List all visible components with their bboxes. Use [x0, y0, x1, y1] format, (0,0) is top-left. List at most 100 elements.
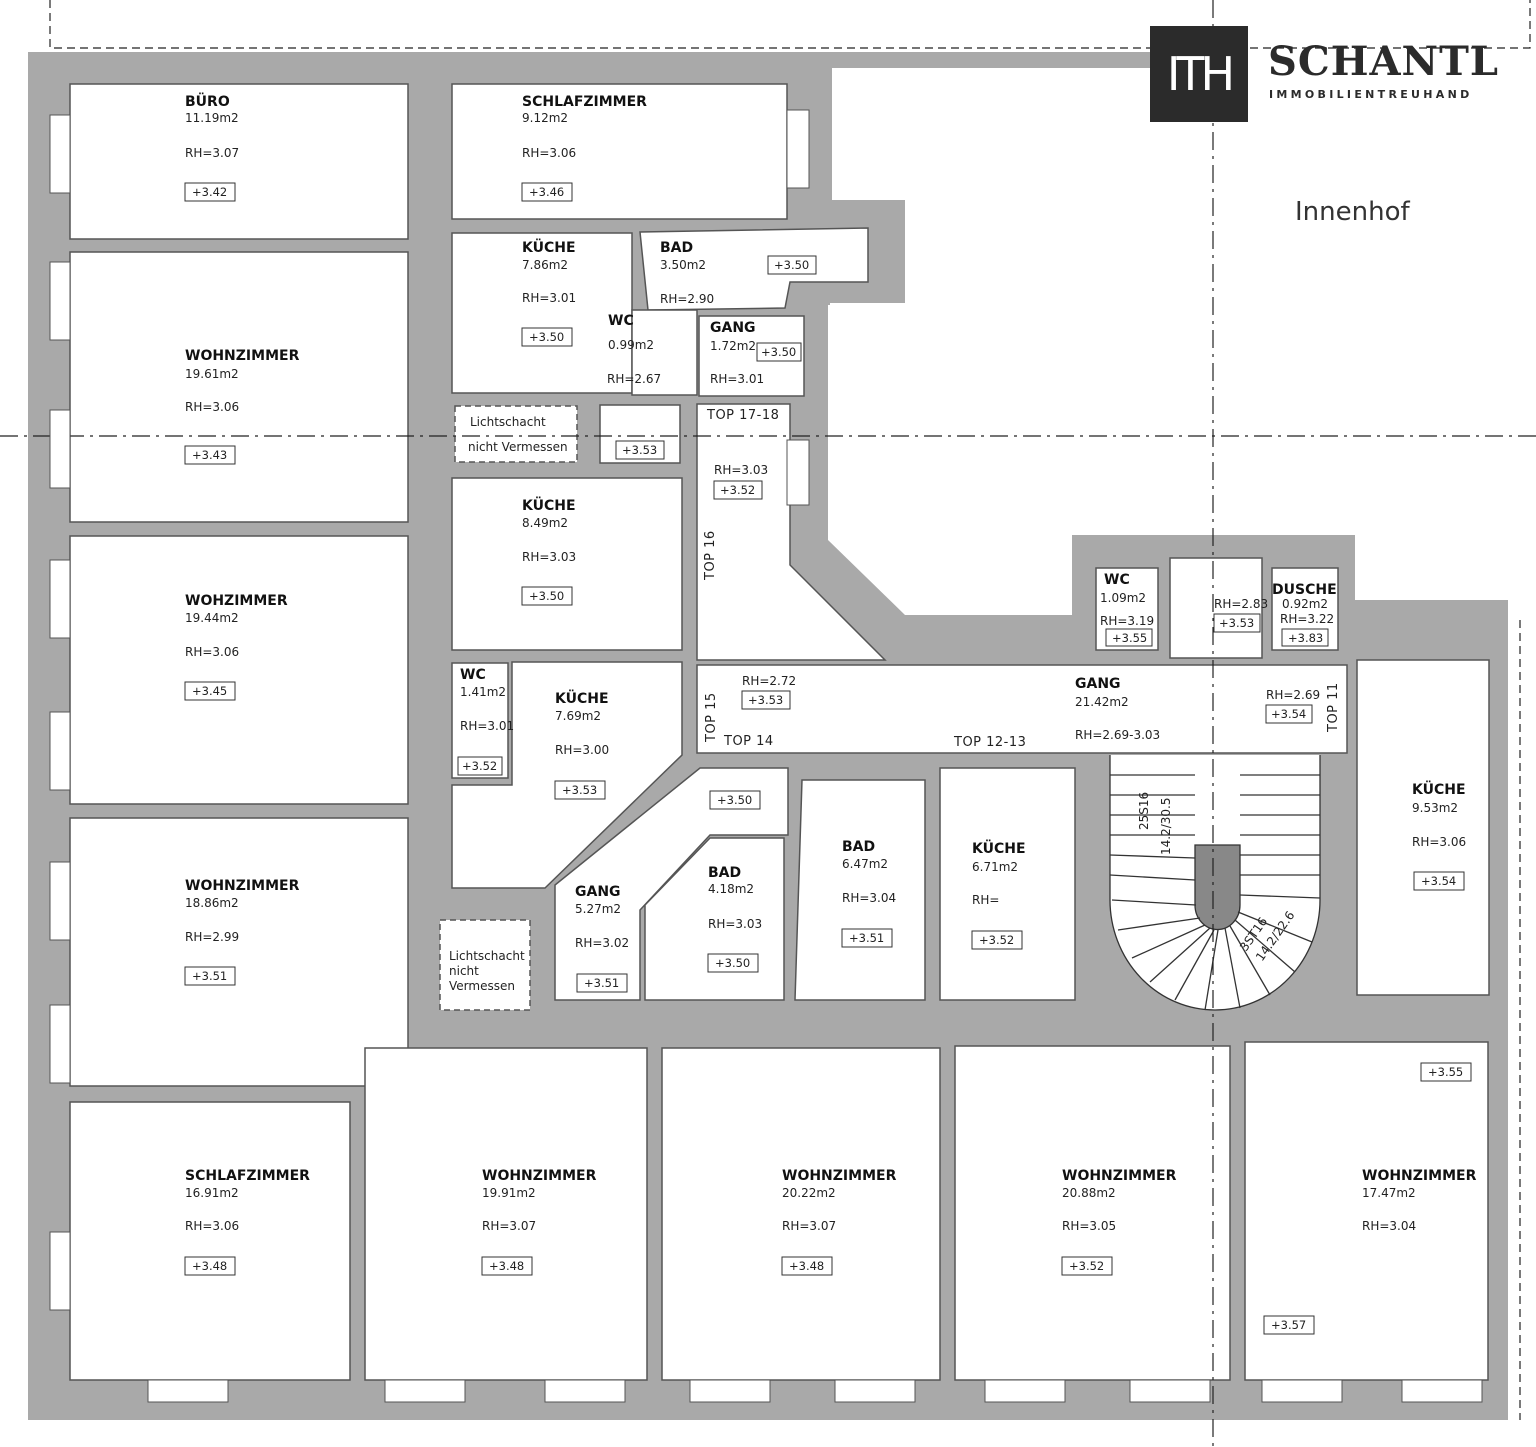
svg-text:RH=2.69: RH=2.69	[1266, 688, 1320, 702]
room-gang-1	[698, 315, 805, 397]
svg-text:1.09m2: 1.09m2	[1100, 591, 1146, 605]
svg-text:RH=3.07: RH=3.07	[482, 1219, 536, 1233]
svg-text:TOP 16: TOP 16	[703, 530, 718, 581]
room-gang-main	[696, 664, 1348, 754]
room-bad-2	[644, 837, 785, 1001]
rooms	[69, 83, 1490, 1381]
svg-text:6.47m2: 6.47m2	[842, 857, 888, 871]
svg-text:+3.83: +3.83	[1288, 631, 1323, 645]
svg-text:+3.52: +3.52	[462, 759, 497, 773]
svg-text:RH=2.72: RH=2.72	[742, 674, 796, 688]
svg-text:7.69m2: 7.69m2	[555, 709, 601, 723]
svg-text:WOHZIMMER: WOHZIMMER	[185, 593, 288, 609]
svg-text:WC: WC	[460, 667, 486, 683]
svg-text:21.42m2: 21.42m2	[1075, 695, 1129, 709]
room-wohzimmer	[69, 535, 409, 805]
svg-text:+3.55: +3.55	[1428, 1065, 1463, 1079]
svg-text:+3.42: +3.42	[192, 185, 227, 199]
svg-text:WOHNZIMMER: WOHNZIMMER	[782, 1168, 897, 1184]
svg-text:20.88m2: 20.88m2	[1062, 1186, 1116, 1200]
svg-text:18.86m2: 18.86m2	[185, 896, 239, 910]
svg-text:+3.48: +3.48	[789, 1259, 824, 1273]
svg-text:WOHNZIMMER: WOHNZIMMER	[185, 878, 300, 894]
svg-text:RH=3.01: RH=3.01	[460, 719, 514, 733]
svg-text:RH=3.06: RH=3.06	[185, 400, 239, 414]
room-schlafzimmer-top	[451, 83, 788, 220]
svg-text:RH=2.67: RH=2.67	[607, 372, 661, 386]
svg-text:RH=: RH=	[972, 893, 999, 907]
room-kueche-3	[451, 661, 683, 889]
svg-text:RH=3.00: RH=3.00	[555, 743, 609, 757]
svg-text:KÜCHE: KÜCHE	[555, 689, 609, 707]
room-kueche-2	[451, 477, 683, 651]
svg-text:Lichtschacht: Lichtschacht	[449, 949, 525, 963]
svg-text:TOP 15: TOP 15	[704, 692, 719, 743]
room-lichtschacht-2	[439, 919, 531, 1011]
svg-text:KÜCHE: KÜCHE	[1412, 780, 1466, 798]
room-stair-landing	[1169, 557, 1263, 659]
svg-text:nicht Vermessen: nicht Vermessen	[468, 440, 568, 454]
svg-text:1.72m2: 1.72m2	[710, 339, 756, 353]
svg-text:RH=3.19: RH=3.19	[1100, 614, 1154, 628]
svg-text:TOP 14: TOP 14	[723, 734, 774, 749]
room-wohnzimmer-2	[69, 817, 409, 1087]
svg-text:+3.54: +3.54	[1421, 874, 1456, 888]
svg-text:BAD: BAD	[660, 240, 693, 256]
svg-text:Vermessen: Vermessen	[449, 979, 515, 993]
svg-text:5.27m2: 5.27m2	[575, 902, 621, 916]
room-schlafzimmer-bottom	[69, 1101, 351, 1381]
svg-text:RH=2.83: RH=2.83	[1214, 597, 1268, 611]
room-corridor-top	[696, 403, 887, 661]
svg-text:RH=3.07: RH=3.07	[185, 146, 239, 160]
company-logo: ITH SCHANTL IMMOBILIENTREUHAND	[1150, 26, 1510, 122]
svg-text:+3.46: +3.46	[529, 185, 564, 199]
room-dusche	[1271, 567, 1339, 651]
svg-text:BAD: BAD	[708, 865, 741, 881]
svg-text:9.53m2: 9.53m2	[1412, 801, 1458, 815]
svg-text:+3.50: +3.50	[715, 956, 750, 970]
svg-text:1.41m2: 1.41m2	[460, 685, 506, 699]
svg-text:KÜCHE: KÜCHE	[522, 238, 576, 256]
svg-text:+3.51: +3.51	[192, 969, 227, 983]
svg-text:20.22m2: 20.22m2	[782, 1186, 836, 1200]
svg-text:WOHNZIMMER: WOHNZIMMER	[482, 1168, 597, 1184]
svg-text:+3.51: +3.51	[584, 976, 619, 990]
svg-text:SCHLAFZIMMER: SCHLAFZIMMER	[185, 1168, 310, 1184]
room-wohnzimmer-3	[364, 1047, 648, 1381]
svg-text:+3.43: +3.43	[192, 448, 227, 462]
svg-text:+3.50: +3.50	[761, 345, 796, 359]
svg-text:+3.53: +3.53	[1219, 616, 1254, 630]
svg-text:TOP 11: TOP 11	[1326, 682, 1341, 733]
svg-text:RH=2.99: RH=2.99	[185, 930, 239, 944]
svg-text:+3.50: +3.50	[529, 589, 564, 603]
svg-text:GANG: GANG	[575, 884, 621, 900]
svg-text:RH=3.06: RH=3.06	[1412, 835, 1466, 849]
svg-text:RH=3.02: RH=3.02	[575, 936, 629, 950]
svg-text:4.18m2: 4.18m2	[708, 882, 754, 896]
svg-text:RH=3.22: RH=3.22	[1280, 612, 1334, 626]
svg-text:RH=3.01: RH=3.01	[710, 372, 764, 386]
window-niches	[49, 109, 1483, 1403]
svg-text:BÜRO: BÜRO	[185, 92, 230, 110]
svg-text:WOHNZIMMER: WOHNZIMMER	[1362, 1168, 1477, 1184]
svg-text:KÜCHE: KÜCHE	[972, 839, 1026, 857]
room-wc-1	[631, 309, 698, 396]
logo-subtitle: IMMOBILIENTREUHAND	[1269, 88, 1473, 101]
svg-text:RH=3.07: RH=3.07	[782, 1219, 836, 1233]
svg-text:nicht: nicht	[449, 964, 479, 978]
